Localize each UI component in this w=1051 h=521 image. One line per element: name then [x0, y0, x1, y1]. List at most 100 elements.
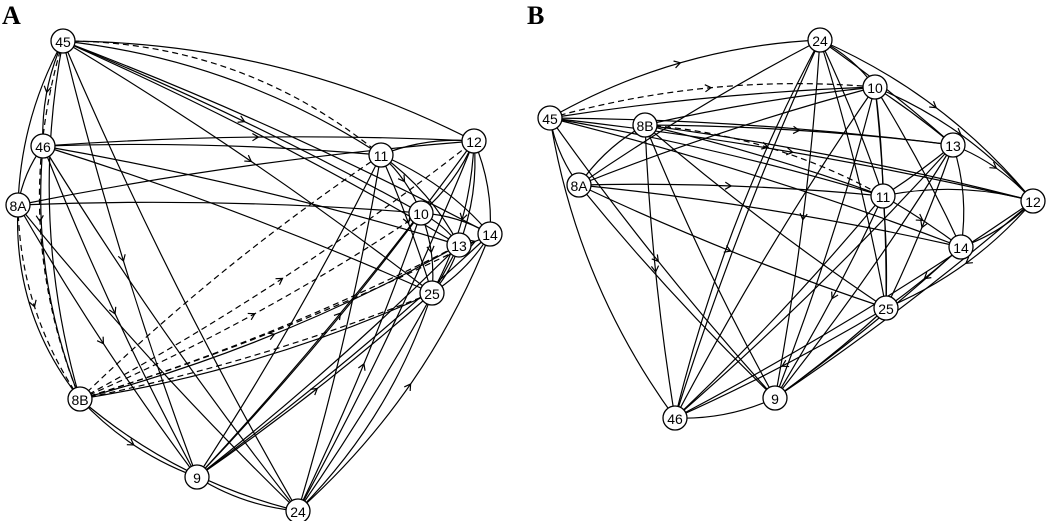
- edge-a-9-13: [196, 244, 460, 478]
- edge-a-24-13: [297, 244, 460, 512]
- arrowhead-a-11-25: [402, 216, 411, 225]
- edge-b-24-25: [819, 39, 887, 309]
- node-label: 10: [413, 206, 429, 222]
- edge-a-45-11: [62, 40, 382, 156]
- node-b-13: 13: [940, 132, 966, 158]
- edge-a-8A-10: [17, 201, 422, 214]
- arrowhead-b-11-9: [831, 291, 839, 300]
- node-label: 8A: [9, 198, 27, 214]
- node-label: 45: [55, 34, 71, 50]
- edge-b-11-46: [674, 195, 884, 419]
- node-label: 8B: [71, 392, 88, 408]
- node-label: 46: [35, 139, 51, 155]
- node-circle: [477, 221, 503, 247]
- node-circle: [632, 112, 658, 138]
- edge-a-8B-11: [79, 154, 382, 400]
- arrowhead-a-8B-9: [126, 438, 135, 446]
- edge-b-45-14: [549, 117, 962, 248]
- node-label: 9: [193, 470, 201, 486]
- node-b-9: 9: [762, 385, 788, 411]
- panel-b-label: B: [527, 1, 544, 30]
- arrowhead-a-12-25: [459, 212, 468, 221]
- edge-a-8B-13: [79, 244, 460, 400]
- edge-a-45-8A: [17, 40, 64, 206]
- edge-a-45-13: [62, 40, 460, 246]
- node-circle: [285, 498, 311, 521]
- edge-b-24-9: [774, 39, 821, 399]
- edge-b-10-46: [674, 86, 876, 419]
- panel-b-edges: [549, 39, 1034, 419]
- node-label: 12: [1025, 194, 1041, 210]
- edge-a-45-8B: [48, 40, 81, 400]
- node-circle: [940, 132, 966, 158]
- node-label: 25: [878, 301, 894, 317]
- edge-a-8A-24: [17, 204, 299, 512]
- edge-a-46-25: [42, 145, 433, 294]
- node-a-24: 24: [285, 498, 311, 521]
- edge-a-9-10: [196, 212, 422, 478]
- node-circle: [662, 405, 688, 431]
- node-b-8B: 8B: [632, 112, 658, 138]
- edge-a-8A-12: [17, 140, 475, 206]
- node-label: 14: [953, 240, 969, 256]
- node-circle: [1020, 188, 1046, 214]
- node-label: 24: [812, 33, 828, 49]
- edge-b-45-9: [549, 117, 776, 399]
- arrowhead-a-10-25: [426, 245, 435, 254]
- node-circle: [30, 133, 56, 159]
- arrowhead-b-45-10: [704, 84, 713, 93]
- edge-a-45-12: [62, 40, 475, 142]
- arrowhead-b-8B-13: [792, 125, 801, 135]
- arrowhead-b-25-46: [781, 359, 790, 368]
- edge-a-24-10: [297, 212, 422, 512]
- node-b-45: 45: [537, 105, 563, 131]
- node-b-8A: 8A: [566, 172, 592, 198]
- edge-a-46-13: [42, 145, 460, 246]
- edge-a-9-14: [196, 233, 491, 478]
- edge-b-45-10: [549, 86, 876, 119]
- arrowhead-b-8B-11: [760, 141, 770, 150]
- edge-b-8B-11: [644, 124, 884, 197]
- edge-b-8B-10: [644, 86, 876, 126]
- arrowhead-b-45-12: [786, 147, 794, 156]
- node-circle: [67, 386, 93, 412]
- edge-b-45-11: [549, 117, 884, 197]
- edge-b-8B-9: [644, 124, 776, 399]
- node-circle: [762, 385, 788, 411]
- edge-b-46-24: [674, 39, 821, 419]
- arrowhead-a-46-12: [252, 132, 260, 142]
- edge-a-8B-10: [79, 212, 422, 400]
- node-circle: [419, 280, 445, 306]
- edge-b-9-46: [674, 397, 776, 419]
- edge-a-46-11: [42, 143, 382, 156]
- arrowhead-a-24-14: [403, 383, 412, 392]
- edge-b-8A-24: [578, 39, 821, 186]
- node-circle: [408, 200, 434, 226]
- arrowhead-a-9-12: [333, 312, 342, 321]
- edge-b-8A-14: [578, 184, 962, 248]
- node-a-13: 13: [446, 232, 472, 258]
- arrowhead-b-13-12: [989, 161, 998, 169]
- node-circle: [870, 183, 896, 209]
- arrowhead-b-12-25: [964, 256, 973, 265]
- edge-a-9-12: [196, 140, 475, 478]
- arrowhead-a-45-25: [244, 154, 253, 163]
- node-circle: [184, 464, 210, 490]
- edge-b-10-9: [774, 86, 876, 399]
- arrowhead-a-45-10: [237, 115, 246, 123]
- edge-a-9-11: [196, 154, 382, 478]
- arrowhead-a-45-46: [43, 85, 52, 94]
- node-label: 25: [424, 286, 440, 302]
- node-label: 8B: [636, 118, 653, 134]
- edge-a-8B-25: [79, 292, 433, 400]
- node-label: 10: [867, 80, 883, 96]
- edge-b-10-14: [874, 86, 962, 248]
- arrowhead-b-13-25: [920, 220, 928, 229]
- node-a-25: 25: [419, 280, 445, 306]
- node-label: 14: [482, 227, 498, 243]
- arrowhead-b-8A-25: [723, 245, 732, 253]
- node-a-45: 45: [50, 28, 76, 54]
